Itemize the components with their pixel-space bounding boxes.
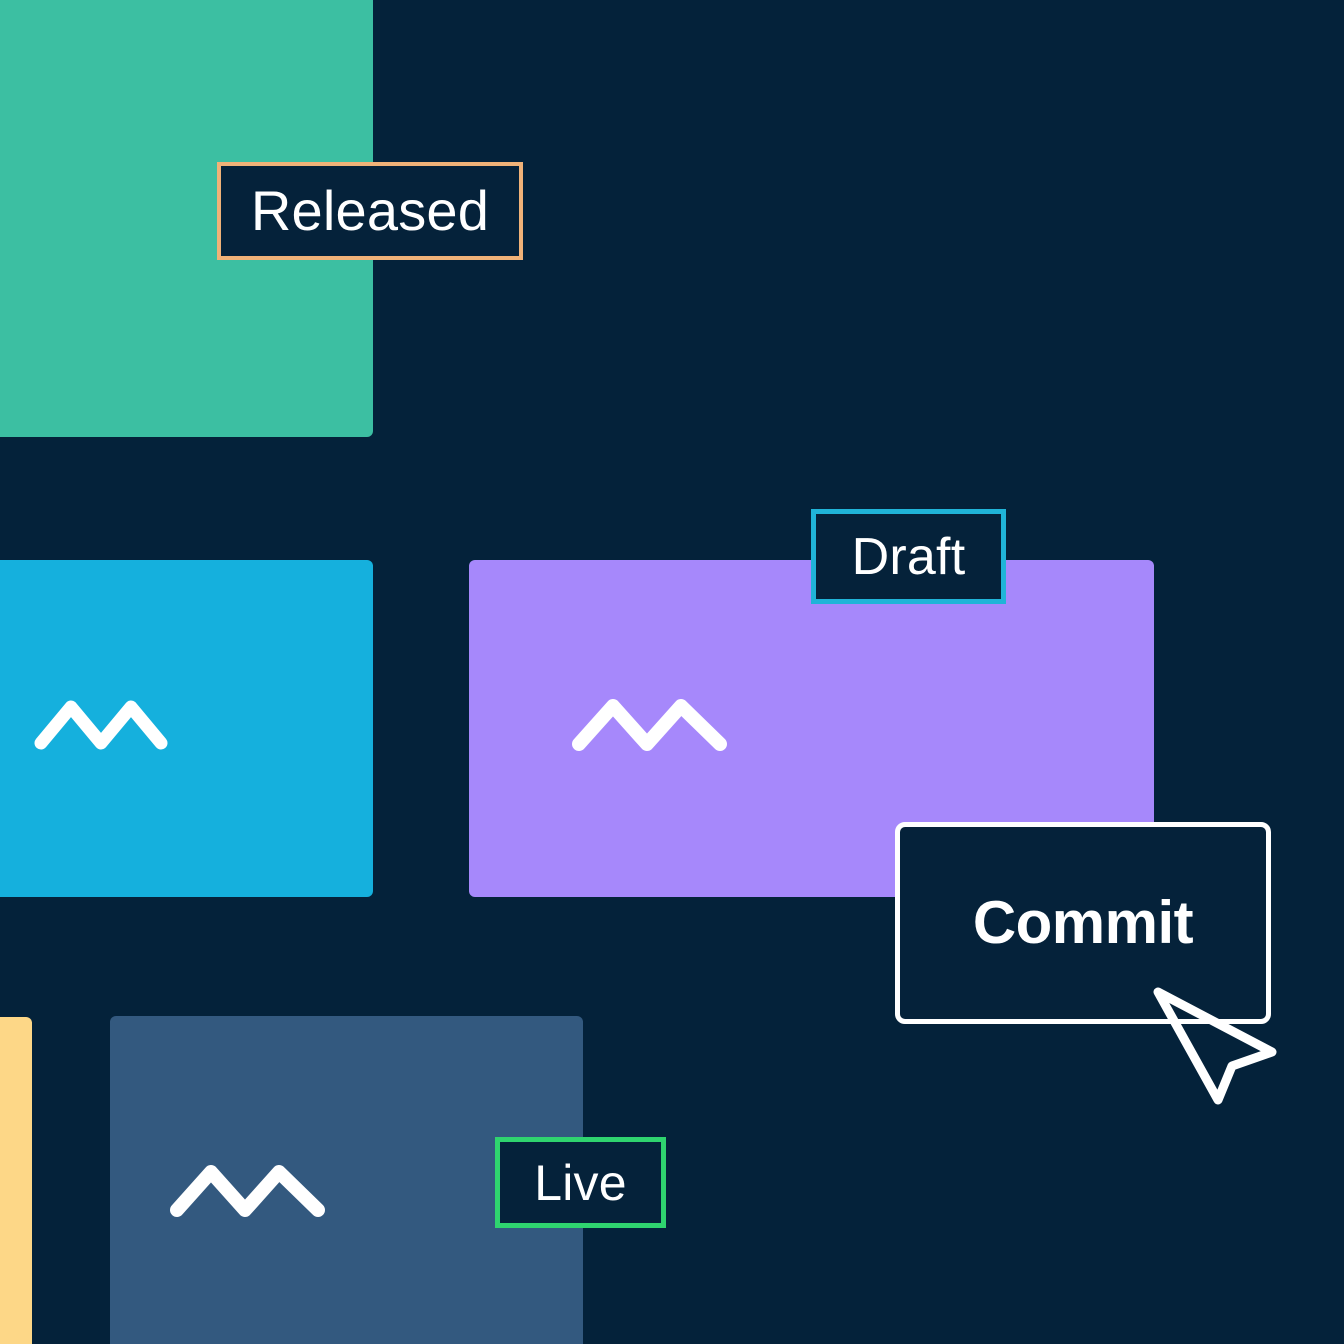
status-badge-draft[interactable]: Draft: [811, 509, 1006, 604]
status-badge-live-label: Live: [534, 1154, 627, 1211]
status-badge-released-label: Released: [250, 179, 490, 242]
status-badge-released[interactable]: Released: [217, 162, 523, 260]
status-badge-draft-label: Draft: [851, 527, 966, 586]
wave-icon: [572, 699, 727, 751]
card-live-accent[interactable]: [0, 1017, 32, 1344]
wave-icon: [170, 1165, 325, 1217]
card-draft-secondary[interactable]: [0, 560, 373, 897]
wave-icon: [34, 700, 168, 750]
commit-tooltip[interactable]: Commit: [895, 822, 1271, 1024]
status-badge-live[interactable]: Live: [495, 1137, 666, 1228]
commit-tooltip-label: Commit: [972, 889, 1194, 956]
